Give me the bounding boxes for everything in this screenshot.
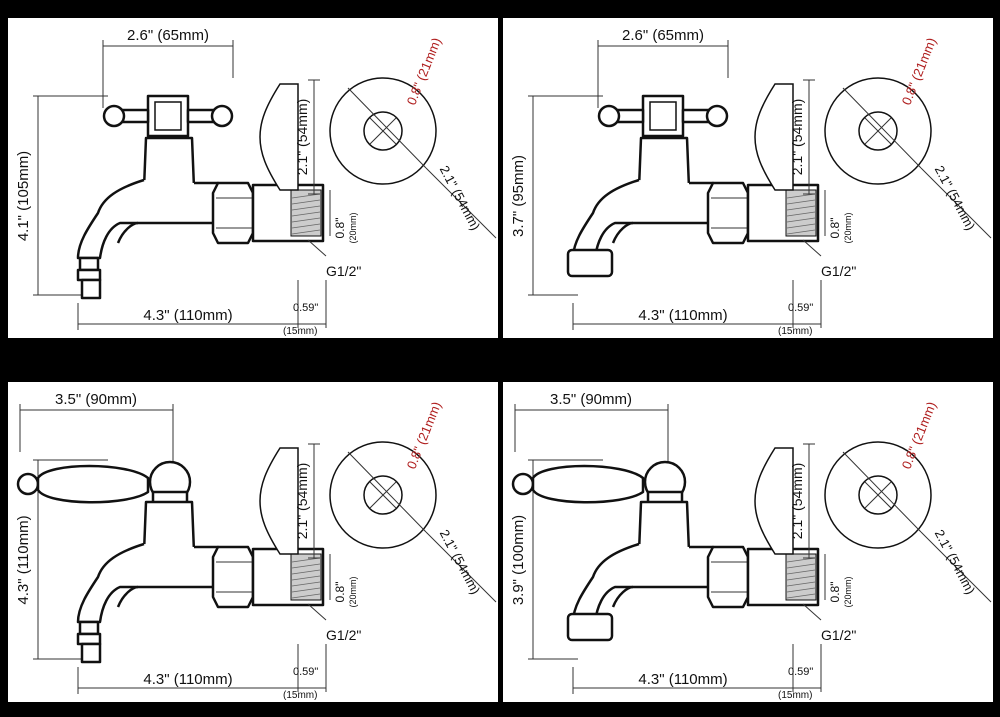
thread-dimension-in: 0.8" <box>333 218 347 239</box>
faucet-diagram: 3.5" (90mm) 3.9" (100mm) 0.8" (20mm) G1/… <box>503 382 993 702</box>
spout-outlet <box>566 248 614 278</box>
panel-cross-handle-plain: 2.6" (65mm) 3.7" (95mm) 0.8" (20mm) G1/2… <box>503 18 993 338</box>
height-dimension: 4.1" (105mm) <box>15 151 32 241</box>
spout-outlet <box>76 256 102 300</box>
panel-lever-handle-hose: 3.5" (90mm) 4.3" (110mm) 0.8" (20mm) G1/… <box>8 382 498 702</box>
flange-height-dimension: 2.1" (54mm) <box>294 463 310 540</box>
thread-dimension-mm: (20mm) <box>843 212 853 243</box>
flange-side-view <box>259 447 299 555</box>
flange-height-dimension: 2.1" (54mm) <box>789 463 805 540</box>
faucet-diagram: 2.6" (65mm) 4.1" (105mm) 0.8" (20mm) G1/… <box>8 18 498 338</box>
flange-side-view <box>754 83 794 191</box>
spout-outlet <box>566 612 614 642</box>
height-dimension: 4.3" (110mm) <box>15 515 32 604</box>
thread-type: G1/2" <box>821 627 856 643</box>
flange-side-view <box>754 447 794 555</box>
spread-dimension: 2.6" (65mm) <box>127 27 209 44</box>
offset-mm: (15mm) <box>283 690 317 701</box>
length-dimension: 4.3" (110mm) <box>638 671 727 688</box>
length-dimension: 4.3" (110mm) <box>143 671 232 688</box>
height-dimension: 3.9" (100mm) <box>510 515 527 605</box>
spout-outlet <box>76 620 102 664</box>
flange-side-view <box>259 83 299 191</box>
thread-type: G1/2" <box>326 263 361 279</box>
thread-dimension-mm: (20mm) <box>348 576 358 607</box>
flange-height-dimension: 2.1" (54mm) <box>789 99 805 176</box>
faucet-diagram: 3.5" (90mm) 4.3" (110mm) 0.8" (20mm) G1/… <box>8 382 498 702</box>
length-dimension: 4.3" (110mm) <box>143 307 232 324</box>
panel-cross-handle-hose: 2.6" (65mm) 4.1" (105mm) 0.8" (20mm) G1/… <box>8 18 498 338</box>
offset-in: 0.59" <box>293 666 318 678</box>
length-dimension: 4.3" (110mm) <box>638 307 727 324</box>
offset-in: 0.59" <box>788 666 813 678</box>
spread-dimension: 3.5" (90mm) <box>550 391 632 408</box>
thread-type: G1/2" <box>821 263 856 279</box>
thread-type: G1/2" <box>326 627 361 643</box>
offset-in: 0.59" <box>788 302 813 314</box>
spread-dimension: 2.6" (65mm) <box>622 27 704 44</box>
handle-drawing <box>16 460 192 508</box>
thread-dimension-in: 0.8" <box>333 582 347 603</box>
offset-mm: (15mm) <box>778 326 812 337</box>
thread-dimension-mm: (20mm) <box>843 576 853 607</box>
faucet-diagram: 2.6" (65mm) 3.7" (95mm) 0.8" (20mm) G1/2… <box>503 18 993 338</box>
thread-dimension-mm: (20mm) <box>348 212 358 243</box>
thread-dimension-in: 0.8" <box>828 218 842 239</box>
handle-drawing <box>597 94 729 138</box>
offset-mm: (15mm) <box>778 690 812 701</box>
height-dimension: 3.7" (95mm) <box>510 155 527 237</box>
flange-height-dimension: 2.1" (54mm) <box>294 99 310 176</box>
offset-mm: (15mm) <box>283 326 317 337</box>
panel-lever-handle-plain: 3.5" (90mm) 3.9" (100mm) 0.8" (20mm) G1/… <box>503 382 993 702</box>
offset-in: 0.59" <box>293 302 318 314</box>
handle-drawing <box>102 94 234 138</box>
spread-dimension: 3.5" (90mm) <box>55 391 137 408</box>
thread-dimension-in: 0.8" <box>828 582 842 603</box>
